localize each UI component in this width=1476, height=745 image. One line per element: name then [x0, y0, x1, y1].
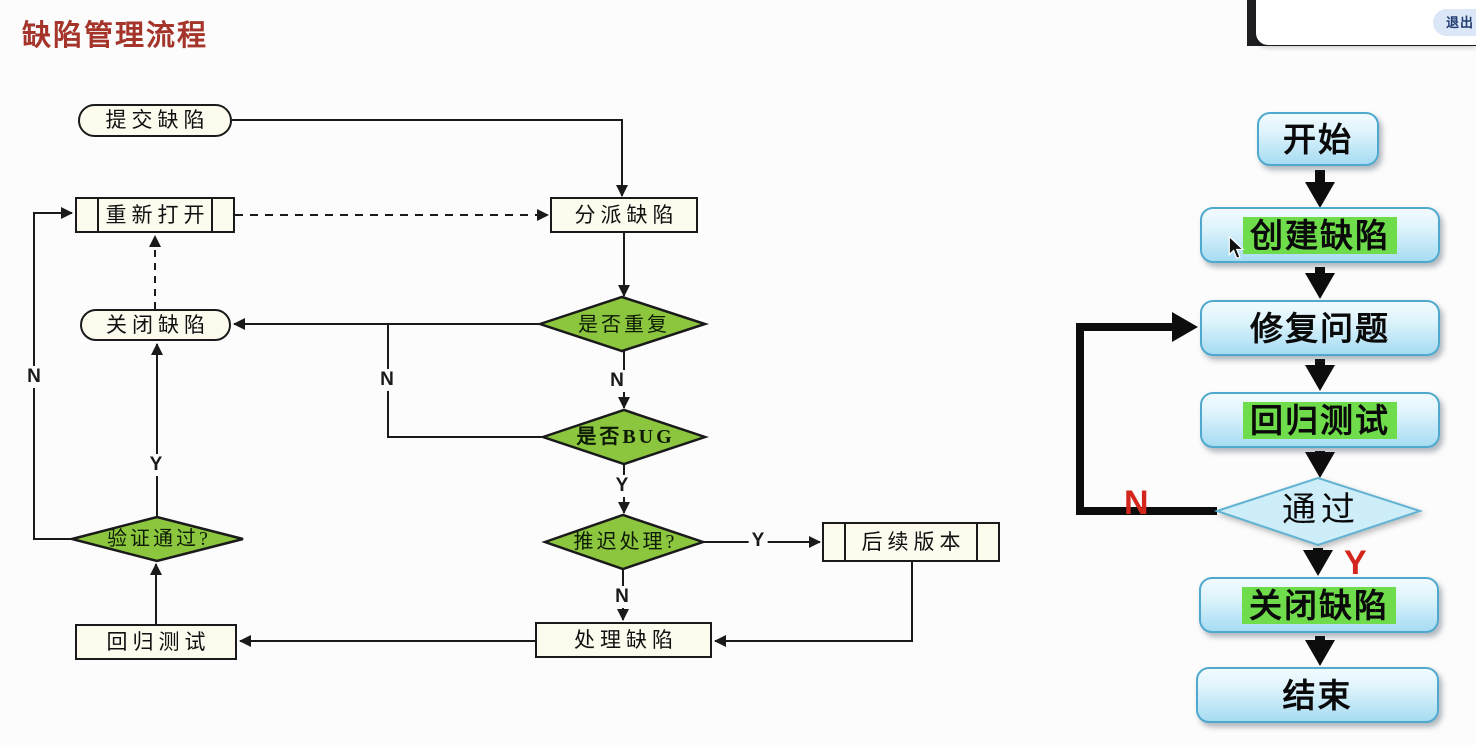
edge-label-duplicate-no: N	[607, 370, 627, 392]
diamond-is-duplicate	[536, 295, 710, 353]
edge-label-pass-no: N	[1124, 484, 1149, 522]
page-title: 缺陷管理流程	[22, 20, 209, 52]
step-close-defect: 关闭缺陷	[1199, 577, 1439, 633]
step-create-defect: 创建缺陷	[1200, 207, 1440, 263]
node-assign-defect: 分派缺陷	[550, 197, 698, 233]
node-handle-defect: 处理缺陷	[535, 622, 712, 658]
edge-label-verify-no: N	[24, 366, 44, 388]
edge-label-pass-yes: Y	[1344, 544, 1367, 582]
node-future-version: 后续版本	[822, 522, 1000, 562]
edge-future-to-handle	[714, 562, 913, 647]
edge-isbug-no-merge	[387, 325, 543, 438]
step-end: 结束	[1196, 667, 1439, 723]
step-create-defect-label: 创建缺陷	[1243, 216, 1397, 254]
mouse-cursor	[1228, 236, 1245, 260]
node-future-version-label: 后续版本	[861, 529, 966, 554]
node-reopen-label: 重新打开	[105, 202, 210, 227]
top-right-panel: 退出	[1256, 0, 1476, 45]
subroutine-bar-left	[97, 199, 99, 231]
edge-label-postpone-no: N	[612, 586, 632, 608]
exit-button-label: 退出	[1445, 15, 1474, 30]
diamond-verify-pass-label: 验证通过?	[107, 528, 211, 550]
step-fix-issue: 修复问题	[1200, 300, 1440, 356]
node-close-defect: 关闭缺陷	[80, 309, 231, 341]
step-regression-test-label: 回归测试	[1243, 401, 1397, 439]
diamond-verify-pass	[67, 515, 244, 563]
diamond-postpone	[541, 513, 707, 571]
edge-submit-to-assign	[232, 119, 628, 197]
edge-label-isbug-no: N	[377, 369, 397, 391]
subroutine-bar-right	[211, 199, 213, 231]
diamond-pass	[1213, 476, 1424, 547]
edge-label-verify-yes: Y	[146, 454, 166, 476]
diamond-postpone-label: 推迟处理?	[573, 531, 678, 553]
exit-button[interactable]: 退出	[1432, 9, 1476, 36]
node-regression-test: 回归测试	[75, 624, 237, 660]
step-close-defect-label: 关闭缺陷	[1242, 586, 1396, 624]
left-chart-diamonds	[67, 295, 710, 571]
subroutine-bar-right	[976, 524, 978, 560]
node-submit-defect: 提交缺陷	[78, 104, 232, 137]
diamond-is-bug-label: 是否BUG	[576, 426, 675, 448]
right-chart-arrows	[1076, 170, 1335, 666]
edge-label-isbug-yes: Y	[612, 475, 632, 497]
step-pass-label: 通过	[1282, 492, 1360, 529]
edge-label-postpone-yes: Y	[748, 530, 768, 552]
subroutine-bar-left	[844, 524, 846, 560]
step-regression-test: 回归测试	[1200, 392, 1440, 448]
step-start: 开始	[1257, 112, 1379, 166]
diamond-is-bug	[539, 408, 709, 466]
arrow-pass-no-loop-to-fix	[1076, 312, 1217, 515]
diamond-is-duplicate-label: 是否重复	[578, 314, 670, 336]
node-reopen: 重新打开	[75, 197, 235, 233]
